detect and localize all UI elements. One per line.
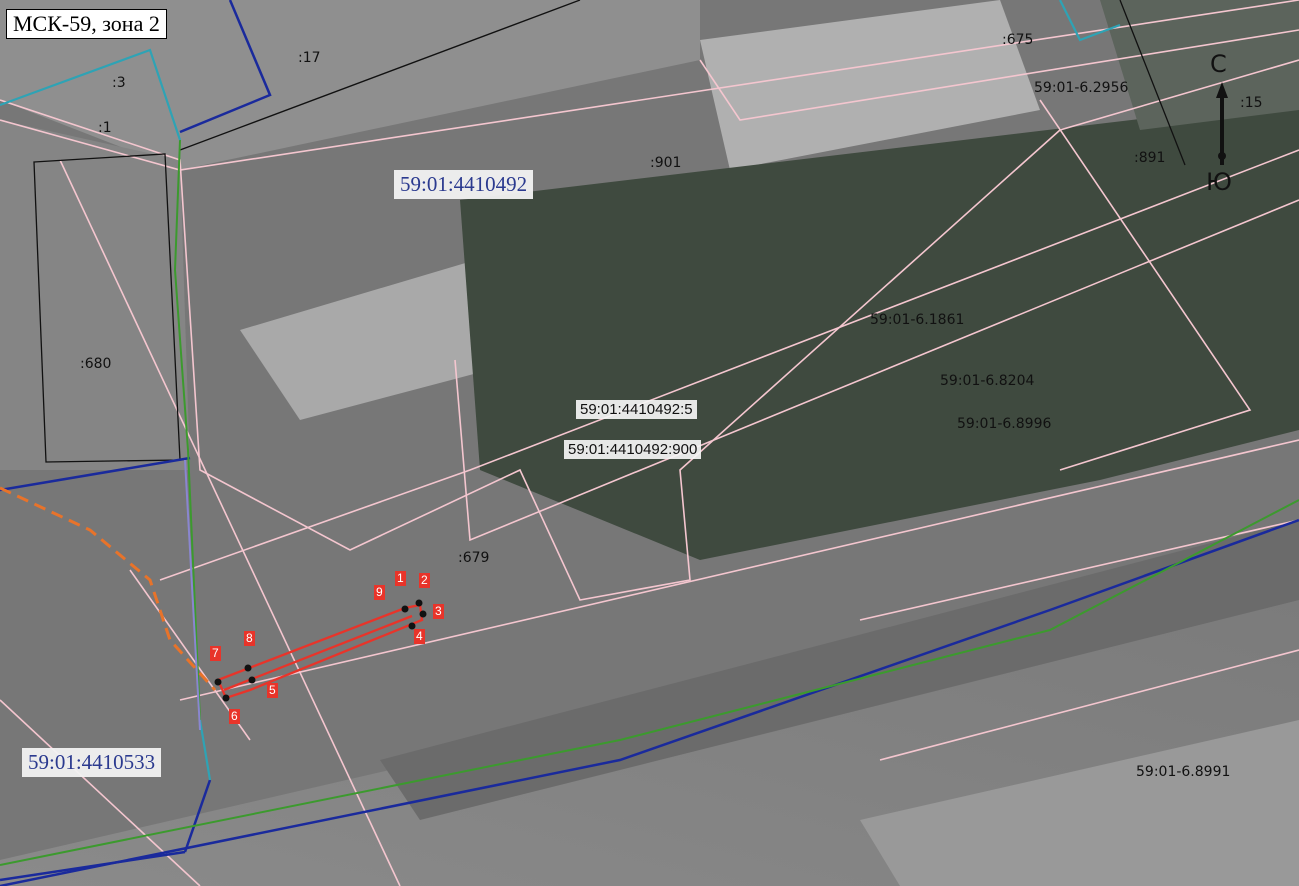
vertex-number-7: 7 (210, 646, 221, 661)
tree-canopy-top-right (1100, 0, 1299, 130)
vertex-number-5: 5 (267, 683, 278, 698)
zone-number-label: 59:01-6.8996 (957, 416, 1052, 432)
boxed-parcel-label: 59:01:4410492:5 (576, 400, 697, 419)
violet-line (184, 459, 201, 731)
teal-line-top-right (1059, 0, 1121, 42)
parcel-label: :680 (80, 356, 112, 372)
compass-north: С (1210, 50, 1227, 78)
parcel-label: :901 (650, 155, 682, 171)
parcel-label: :1 (98, 120, 112, 136)
zone-number-label: 59:01-6.2956 (1034, 80, 1129, 96)
block-label-secondary: 59:01:4410533 (22, 748, 162, 777)
building-roof-top (700, 0, 1040, 170)
vertex-number-9: 9 (374, 585, 385, 600)
building-bottom-right (860, 720, 1299, 886)
site-vertices (214, 599, 427, 702)
vertex-number-8: 8 (244, 631, 255, 646)
zone-number-label: 59:01-6.8991 (1136, 764, 1231, 780)
block-label-main: 59:01:4410492 (394, 170, 534, 199)
road-traffic (380, 520, 1299, 820)
vertex-number-6: 6 (229, 709, 240, 724)
teal-line-bottom (198, 719, 212, 781)
green-line-vertical (173, 139, 201, 721)
zone-number-label: 59:01-6.8204 (940, 373, 1035, 389)
parcel-label: :675 (1002, 32, 1034, 48)
parcel-label: :3 (112, 75, 126, 91)
compass-arrow (1216, 82, 1228, 165)
parcel-label: :891 (1134, 150, 1166, 166)
parcel-label: :17 (298, 50, 321, 66)
lot-left (0, 120, 190, 470)
vertex-number-2: 2 (419, 573, 430, 588)
zone-label: МСК-59, зона 2 (6, 9, 167, 39)
boxed-parcel-label: 59:01:4410492:900 (564, 440, 702, 459)
teal-line-top-left (0, 48, 182, 141)
compass-south: Ю (1206, 168, 1232, 196)
zone-number-label: 59:01-6.1861 (870, 312, 965, 328)
vertex-number-4: 4 (414, 629, 425, 644)
vertex-number-1: 1 (395, 571, 406, 586)
parcel-label: :15 (1240, 95, 1263, 111)
vertex-number-3: 3 (433, 604, 444, 619)
dashed-utility-line (0, 486, 217, 692)
green-line-road (0, 499, 1299, 866)
parcel-label: :679 (458, 550, 490, 566)
